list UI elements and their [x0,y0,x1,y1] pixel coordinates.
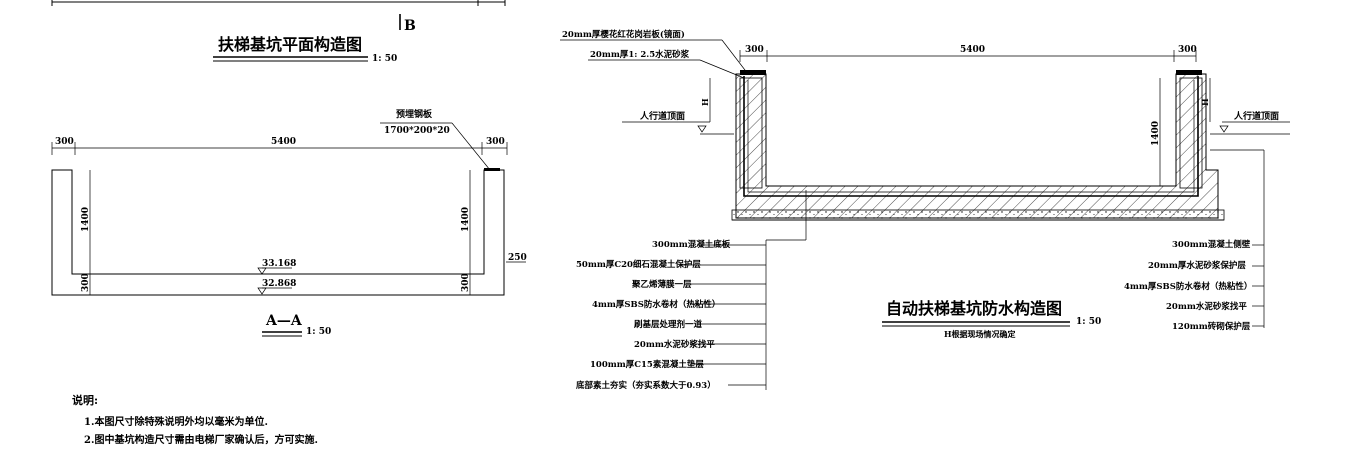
plate-label: 预埋钢板 [396,108,433,120]
plan-view: B 扶梯基坑平面构造图 1: 50 [51,0,506,64]
wp-dim-right: 300 [1178,45,1197,55]
aa-h-right: 1400 [461,207,471,232]
note-line-2: 2.图中基坑构造尺寸需由电梯厂家确认后，方可实施. [84,433,318,446]
elev-bot: 32.868 [262,279,296,289]
wp-h-1400: 1400 [1151,121,1161,146]
notes: 说明: 1.本图尺寸除特殊说明外均以毫米为单位. 2.图中基坑构造尺寸需由电梯厂… [72,393,318,446]
left-layer-2: 50mm厚C20细石混凝土保护层 [576,259,701,270]
wp-dim-mid: 5400 [960,45,985,55]
right-layer-4: 20mm水泥砂浆找平 [1166,301,1247,312]
left-layer-4: 4mm厚SBS防水卷材（热粘性） [592,299,720,310]
right-layer-3: 4mm厚SBS防水卷材（热粘性） [1124,281,1252,292]
right-layer-1: 300mm混凝土侧壁 [1172,239,1251,250]
section-aa: 预埋钢板 1700*200*20 300 5400 300 1400 1400 … [51,108,527,337]
plan-scale: 1: 50 [372,54,397,64]
granite-cap-right [1176,70,1202,75]
pit-outline [51,169,505,296]
sidewalk-right: 人行道顶面 [1233,110,1279,122]
plan-title: 扶梯基坑平面构造图 [218,35,362,54]
waterproof-detail: 20mm厚樱花红花岗岩板(镜面) 20mm厚1: 2.5水泥砂浆 300 540… [560,29,1290,391]
aa-dim-left: 300 [55,137,74,147]
wp-dim-left: 300 [745,45,764,55]
sidewalk-left: 人行道顶面 [639,110,685,122]
aa-dim-right: 300 [486,137,505,147]
left-layer-5: 刷基层处理剂一道 [633,319,703,330]
notes-heading: 说明: [72,393,98,407]
left-layer-6: 20mm水泥砂浆找平 [634,339,715,350]
aa-b-left: 300 [81,273,91,292]
plate-size: 1700*200*20 [384,126,450,136]
left-layer-8: 底部素土夯实（夯实系数大于0.93） [576,380,716,391]
elev-top: 33.168 [262,259,296,269]
right-layer-2: 20mm厚水泥砂浆保护层 [1148,260,1246,271]
right-layer-5: 120mm砖砌保护层 [1172,321,1251,332]
aa-side-250: 250 [508,253,527,263]
wp-top-label-1: 20mm厚樱花红花岗岩板(镜面) [562,29,685,40]
wp-scale: 1: 50 [1076,317,1101,327]
aa-title: A—A [265,313,303,329]
aa-b-right: 300 [461,273,471,292]
wp-h-left: H [700,98,710,106]
left-layer-labels: 300mm混凝土底板 50mm厚C20细石混凝土保护层 聚乙烯薄膜一层 4mm厚… [576,239,766,391]
right-layer-labels: 300mm混凝土侧壁 20mm厚水泥砂浆保护层 4mm厚SBS防水卷材（热粘性）… [1124,239,1264,332]
aa-scale: 1: 50 [306,327,331,337]
wp-title: 自动扶梯基坑防水构造图 [886,299,1062,318]
wp-subtitle: H根据现场情况确定 [944,329,1016,339]
note-line-1: 1.本图尺寸除特殊说明外均以毫米为单位. [84,415,268,428]
granite-cap-left [740,70,766,75]
aa-h-left: 1400 [81,207,91,232]
waterproof-membrane [743,76,1199,197]
aa-dim-mid: 5400 [271,137,296,147]
section-mark-label: B [404,18,416,34]
left-layer-7: 100mm厚C15素混凝土垫层 [590,359,704,370]
left-layer-3: 聚乙烯薄膜一层 [631,279,692,290]
embedded-steel-plate [484,168,500,171]
wp-top-label-2: 20mm厚1: 2.5水泥砂浆 [590,49,690,60]
left-layer-1: 300mm混凝土底板 [652,239,731,250]
